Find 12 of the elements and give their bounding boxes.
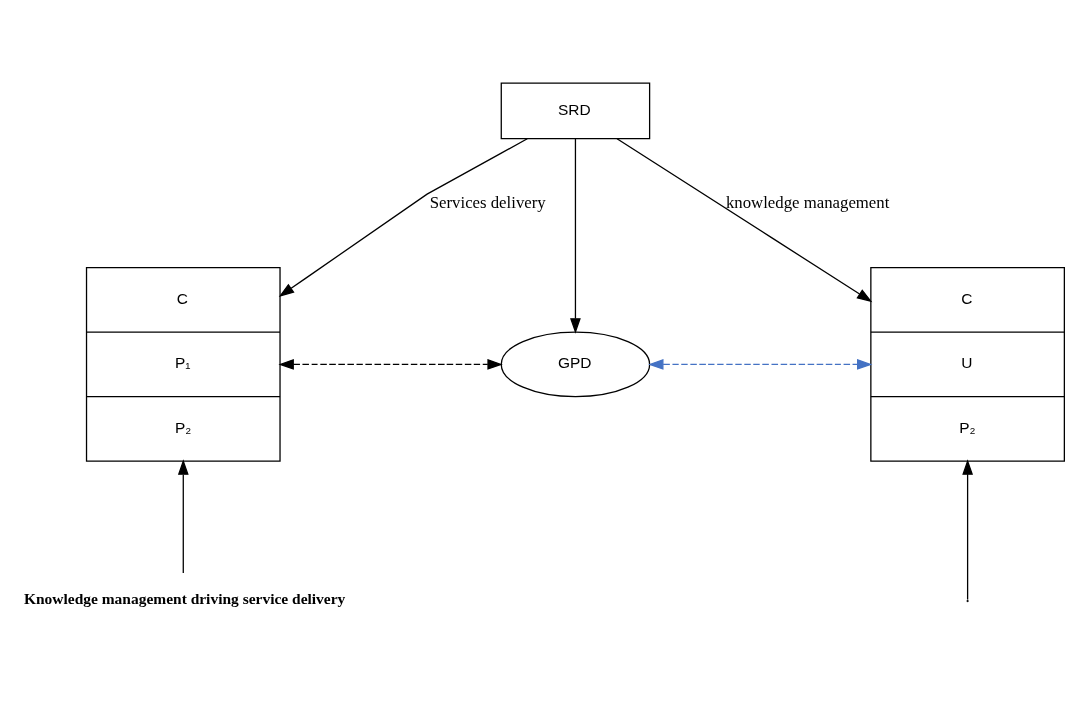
node-box: SRD [500, 82, 651, 139]
node-ellipse: GPD [500, 331, 651, 397]
arrow [278, 137, 528, 297]
arrow [648, 358, 873, 370]
edge-label: Services delivery [429, 192, 546, 212]
arrow [962, 458, 974, 600]
edge-label: knowledge management [725, 192, 890, 212]
node-text: Knowledge management driving service delivery [23, 589, 346, 607]
arrow [570, 137, 581, 334]
arrow [177, 458, 189, 574]
arrow [616, 137, 873, 302]
arrow [278, 358, 503, 370]
